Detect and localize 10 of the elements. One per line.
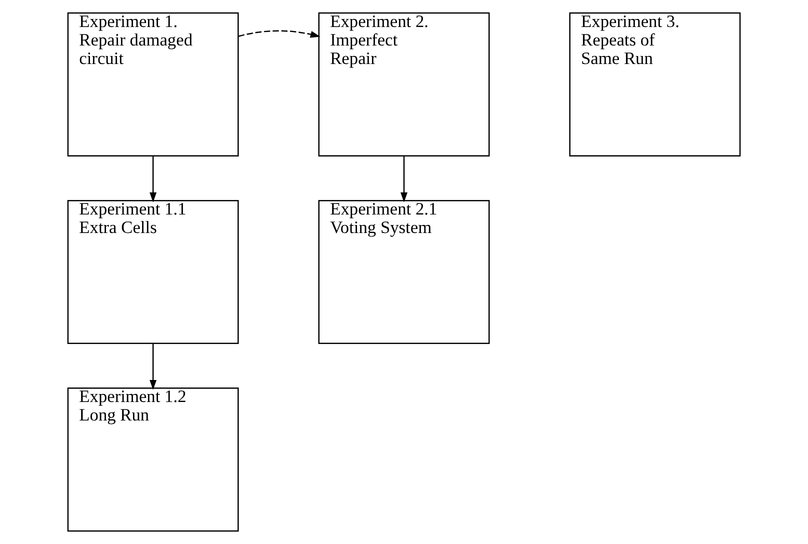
node-box: Experiment 2. Imperfect Repair bbox=[318, 12, 490, 156]
node-box: Experiment 2.1 Voting System bbox=[318, 200, 490, 344]
node-box: Experiment 3. Repeats of Same Run bbox=[569, 12, 741, 156]
node-box: Experiment 1.1 Extra Cells bbox=[67, 200, 239, 344]
arrow bbox=[238, 30, 320, 38]
arrow bbox=[150, 156, 157, 202]
arrow bbox=[150, 344, 157, 390]
node-box: Experiment 1. Repair damaged circuit bbox=[67, 12, 239, 156]
node-box: Experiment 1.2 Long Run bbox=[67, 388, 239, 532]
arrow bbox=[400, 156, 408, 202]
